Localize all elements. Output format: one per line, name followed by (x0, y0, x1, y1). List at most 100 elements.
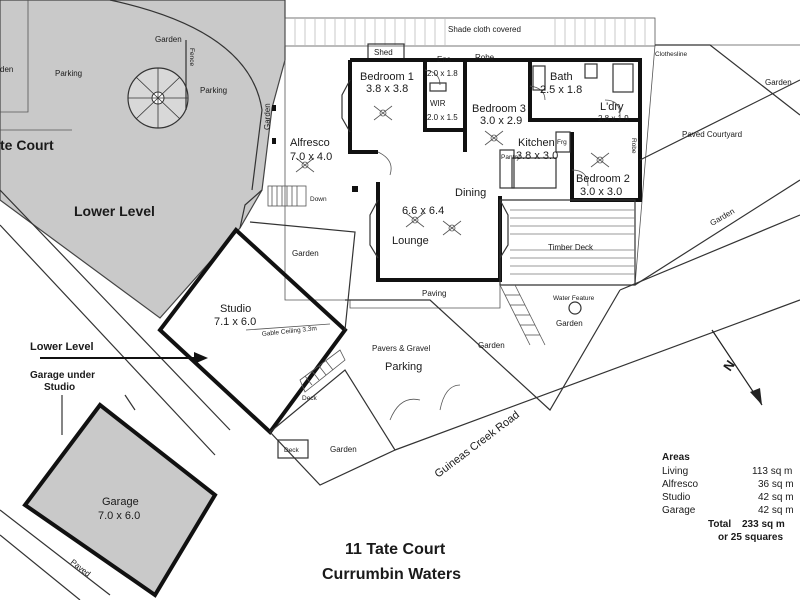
road-line-2 (0, 224, 216, 456)
paved-courtyard-label: Paved Courtyard (682, 130, 742, 139)
alfresco-dim: 7.0 x 4.0 (290, 151, 332, 163)
garden-parking-label: Garden (478, 341, 505, 350)
robe-top-label: Robe (475, 53, 495, 62)
door-arc-lounge (377, 151, 392, 176)
alfresco-label: Alfresco (290, 137, 330, 149)
spiral-stair-icon (127, 67, 189, 129)
areas-row-name: Studio (662, 492, 691, 503)
deck-box (277, 439, 309, 459)
ceiling-fan-icon (442, 220, 462, 236)
garden-bottom-label: Garden (330, 445, 357, 454)
garage-dim: 7.0 x 6.0 (98, 510, 140, 522)
robe-right-label: Robe (630, 138, 637, 154)
address-line-2: Currumbin Waters (322, 566, 461, 583)
toilet-icon (584, 63, 598, 79)
bedroom3-dim: 3.0 x 2.9 (480, 115, 522, 127)
garden-label-vertical: Garden (263, 103, 272, 130)
kitchen-label: Kitchen (518, 137, 555, 149)
parking-label-spiral: Parking (200, 86, 227, 95)
right-boundary-road (634, 179, 800, 286)
bedroom3-label: Bedroom 3 (472, 103, 526, 115)
studio-dim: 7.1 x 6.0 (214, 316, 256, 328)
wir-dim: 2.0 x 1.5 (427, 113, 458, 122)
shade-cloth-label: Shade cloth covered (448, 25, 521, 34)
guineas-road-line (394, 299, 800, 451)
garage-under-label-2: Studio (44, 382, 75, 393)
ldry-label: L'dry (600, 101, 624, 113)
deck-box-label: Deck (284, 447, 300, 454)
north-label: N (720, 357, 738, 373)
deck-small-label: Deck (302, 395, 318, 402)
areas-total-label: Total (708, 519, 731, 530)
ens-wir-wall (423, 60, 465, 132)
ens-label: Ens (437, 55, 451, 64)
garage-label: Garage (102, 496, 139, 508)
areas-row-value: 36 sq m (758, 479, 794, 490)
garden-label-diagonal: Garden (709, 207, 737, 228)
dining-label: Dining (455, 187, 486, 199)
north-arrow-icon (711, 329, 763, 406)
areas-squares: or 25 squares (718, 532, 783, 543)
garage-wall (22, 402, 218, 598)
shed-label: Shed (374, 48, 393, 57)
paved-line-1 (0, 509, 111, 596)
areas-row-name: Garage (662, 505, 696, 516)
areas-row-value: 42 sq m (758, 492, 794, 503)
areas-table: Areas Living 113 sq m Alfresco 36 sq m S… (662, 452, 794, 543)
garden-water-feature-label: Garden (556, 319, 583, 328)
shade-cloth-area (284, 17, 656, 47)
lower-level-label: Lower Level (74, 203, 155, 219)
paved-label: Paved (69, 557, 92, 578)
pavers-gravel-label: Pavers & Gravel (372, 344, 430, 353)
ens-vanity-icon (429, 82, 447, 92)
ens-dim: 2.0 x 1.8 (427, 69, 458, 78)
gable-ceiling-label: Gable Ceiling 3.3m (261, 325, 317, 338)
parking-label-left: Parking (55, 69, 82, 78)
bath-wall (528, 60, 640, 122)
lounge-bay-window (369, 199, 379, 259)
bathtub-icon (532, 65, 546, 91)
bath-label: Bath (550, 71, 573, 83)
ceiling-fan-icon (590, 152, 610, 168)
laundry-tub-icon (612, 63, 634, 93)
gable-line (245, 323, 331, 331)
kitchen-dim: 3.8 x 3.0 (516, 150, 558, 162)
bath-dim: 2.5 x 1.8 (540, 84, 582, 96)
ceiling-fan-icon (295, 157, 315, 173)
driveway-curve (109, 0, 263, 191)
alfresco-post (272, 105, 276, 111)
areas-row-value: 113 sq m (752, 466, 792, 477)
bedroom1-bay-window (341, 79, 351, 133)
areas-row-value: 42 sq m (758, 505, 794, 516)
address-line-1: 11 Tate Court (345, 541, 446, 558)
alfresco-post (352, 186, 358, 192)
wir-label: WIR (430, 99, 446, 108)
paved-line-2 (0, 534, 81, 600)
lounge-label: Lounge (392, 235, 429, 247)
fence-label: Fence (188, 48, 195, 66)
tate-court-road-label: te Court (0, 137, 54, 153)
dining-bay-window (499, 199, 509, 259)
studio-label: Studio (220, 303, 251, 315)
pantry-label: Pantry (501, 154, 521, 161)
door-arc-bed2 (571, 169, 589, 187)
bedroom1-wall (348, 60, 378, 154)
bedroom2-label: Bedroom 2 (576, 173, 630, 185)
garden-label-mid: Garden (292, 249, 319, 258)
garden-label-far-left: den (0, 65, 13, 74)
lounge-dim: 6.6 x 6.4 (402, 205, 444, 217)
stairs-down (267, 185, 307, 207)
studio-stairs (299, 349, 346, 393)
parking-arcs (389, 384, 461, 421)
areas-row-name: Living (662, 466, 688, 477)
water-feature-label: Water Feature (553, 295, 595, 302)
lower-level-arrow-icon (40, 352, 208, 364)
road-edge (0, 129, 72, 131)
garden-label-top-left: Garden (155, 35, 182, 44)
ceiling-fan-icon (405, 212, 425, 228)
stair-rail (239, 189, 263, 229)
garden-bottom-area (269, 369, 396, 486)
studio-garden-boundary (249, 221, 356, 331)
right-boundary-top (655, 44, 800, 116)
